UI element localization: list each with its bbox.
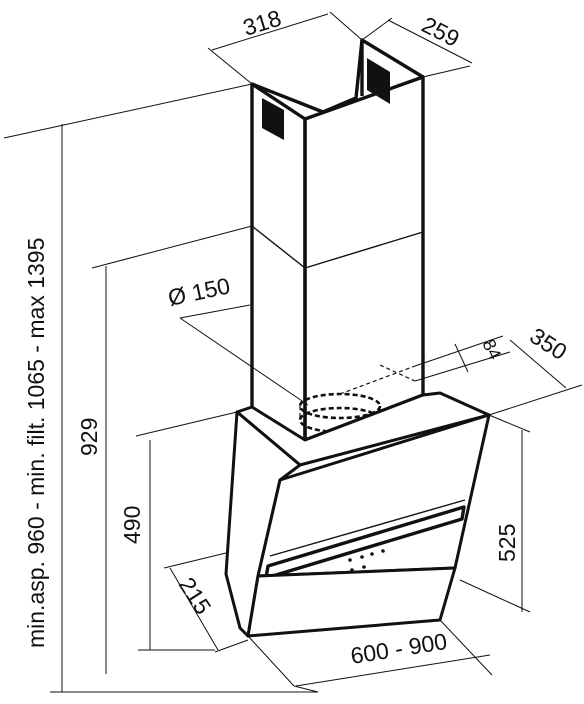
dim-chimney-depth [361, 17, 473, 78]
chimney-top-rim [251, 38, 424, 114]
dim-body-height [135, 411, 238, 651]
vent-slots-left [262, 98, 284, 140]
dim-chimney-width [207, 11, 363, 85]
label-duct-diameter: Ø 150 [166, 272, 233, 310]
dim-duct-offset [414, 335, 511, 382]
hood-body [224, 391, 491, 638]
dim-base-depth [163, 552, 249, 653]
dim-total-fixed [91, 225, 253, 674]
label-body-height: 490 [119, 506, 145, 544]
label-chimney-depth: 259 [418, 11, 464, 52]
label-installation: min.asp. 960 - min. filt. 1065 - max 139… [23, 238, 49, 648]
chimney-right-face [303, 75, 425, 442]
hood-base [246, 566, 457, 638]
dim-width [247, 619, 493, 687]
chimney-joint-line [251, 225, 306, 269]
label-base-depth: 215 [174, 573, 217, 619]
dim-duct-diameter [179, 304, 309, 406]
label-total-fixed: 929 [76, 418, 102, 456]
label-chimney-width: 318 [240, 5, 284, 41]
vent-slots-right [367, 58, 390, 104]
label-duct-offset: 84 [478, 336, 505, 363]
label-width: 600 - 900 [349, 628, 449, 669]
dim-installation [3, 83, 319, 693]
dim-hood-height [459, 414, 531, 613]
dim-depth [488, 339, 583, 416]
control-strip [264, 505, 466, 580]
chimney [250, 38, 425, 442]
hood-top [235, 391, 491, 467]
label-hood-height: 525 [494, 524, 520, 562]
